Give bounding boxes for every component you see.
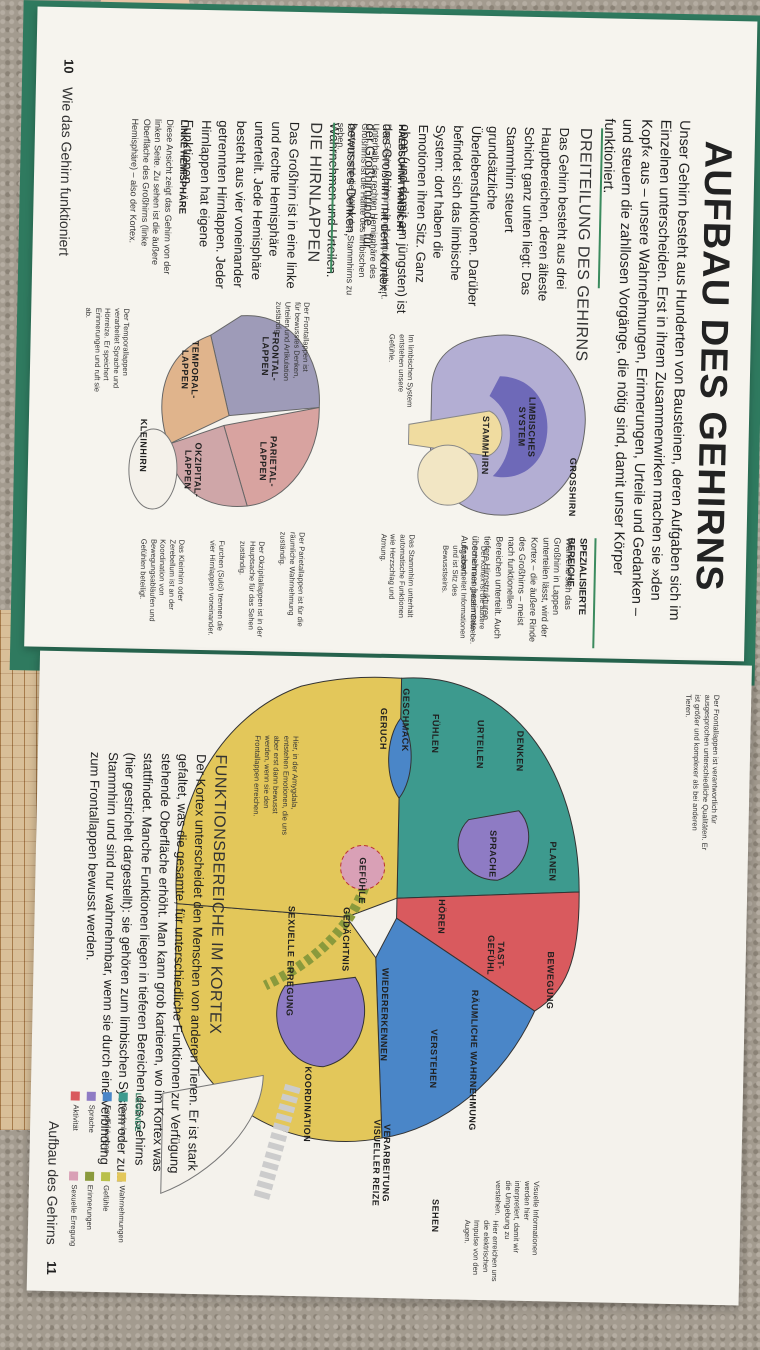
page-10: AUFBAU DES GEHIRNS Unser Gehirn besteht …	[24, 6, 758, 662]
legend-label-empfindungen: Empfindungen	[102, 1105, 113, 1154]
legend-swatch-sprache	[87, 1091, 97, 1101]
region-wiedererkennen: WIEDERERKENNEN	[378, 967, 391, 1062]
legend-label-aktivitaet: Aktivität	[71, 1104, 81, 1131]
legend-label-gefuehle: Gefühle	[101, 1185, 111, 1212]
legend-label-wahrnehmungen: Wahrnehmungen	[116, 1185, 127, 1243]
region-planen: PLANEN	[547, 841, 559, 882]
page-10-content: AUFBAU DES GEHIRNS Unser Gehirn besteht …	[24, 6, 757, 661]
note-limbic: Im limbischen System entstehen unsere Ge…	[387, 333, 416, 408]
legend-swatch-gedanken	[119, 1092, 129, 1102]
region-visuell: VERARBEITUNG VISUELLER REIZE	[370, 1119, 393, 1207]
note-okzipital: Der Okzipitallappen ist in der Hauptsach…	[237, 540, 267, 638]
legend-swatch-erinnerungen	[85, 1171, 95, 1181]
legend-label-gedanken: Gedanken	[118, 1105, 129, 1141]
legend-label-sexuell: Sexuelle Erregung	[68, 1184, 79, 1247]
section-body-hirnlappen: Das Großhirn ist in eine linke und recht…	[179, 119, 303, 289]
note-parietal: Der Parietallappen ist für die räumliche…	[278, 531, 307, 627]
legend-label-erinnerungen: Erinnerungen	[84, 1184, 95, 1230]
intro-text: Unser Gehirn besteht aus Hunderten von B…	[599, 118, 693, 621]
legend-item: Sexuelle Erregung	[68, 1171, 79, 1246]
label-stammhirn: STAMMHIRN	[479, 415, 492, 475]
legend-item: Empfindungen	[102, 1092, 113, 1154]
label-kleinhirn: KLEINHIRN	[137, 418, 149, 473]
region-geruch: GERUCH	[378, 707, 389, 750]
cortex-function-map	[160, 676, 580, 1203]
legend-swatch-sexuell	[69, 1171, 79, 1181]
region-tastgefuehl: TAST-GEFÜHL	[485, 935, 507, 976]
legend-item: Aktivität	[71, 1091, 81, 1131]
note-cortex: Der Kortex ist die äußere Schicht aus gr…	[440, 545, 489, 645]
label-limbisch: LIMBISCHES SYSTEM	[516, 396, 538, 458]
note-frontal: Der Frontallappen ist für bewusstes Denk…	[273, 301, 312, 382]
note-impulse: Hier erreichen uns die elektrischen Impu…	[462, 1219, 501, 1282]
legend-item: Sprache	[86, 1091, 97, 1133]
legend-item: Gefühle	[101, 1172, 111, 1212]
page-footer-11: Aufbau des Gehirns	[43, 1120, 63, 1245]
note-frontal-right: Der Frontallappen ist verantwortlich für…	[683, 694, 722, 851]
legend-swatch-empfindungen	[103, 1092, 113, 1102]
legend-item: Erinnerungen	[84, 1171, 95, 1230]
region-urteilen: URTEILEN	[474, 719, 486, 770]
region-sehen: SEHEN	[429, 1198, 441, 1233]
linke-body: Diese Ansicht zeigt das Gehirn von der l…	[127, 118, 176, 275]
label-temporal: TEMPORAL-LAPPEN	[179, 340, 201, 399]
lobes-brain-diagram	[128, 315, 320, 510]
page-footer-10: Wie das Gehirn funktioniert	[56, 86, 76, 257]
region-koordination: KOORDINATION	[301, 1066, 314, 1143]
region-gefuehle: GEFÜHLE	[356, 857, 368, 905]
note-amygdala: Hier, in der Amygdala, entstehen Emotion…	[252, 735, 301, 836]
legend-swatch-aktivitaet	[71, 1091, 81, 1101]
region-sprache: SPRACHE	[487, 830, 499, 878]
label-parietal: PARIETAL-LAPPEN	[257, 435, 279, 488]
legend-swatch-gefuehle	[101, 1172, 111, 1182]
legend-item: Gedanken	[118, 1092, 129, 1140]
region-verstehen: VERSTEHEN	[427, 1028, 440, 1089]
region-fuehlen: FÜHLEN	[430, 713, 441, 754]
legend: LEGENDE Gedanken Wahrnehmungen Empfindun…	[49, 1091, 143, 1273]
label-grosshirn: GROSSHIRN	[566, 457, 579, 517]
region-geschmack: GESCHMACK	[400, 688, 412, 752]
note-temporal: Der Temporallappen verarbeitet Sprache u…	[84, 307, 132, 393]
halbschnitt-body: Das Gehirn wurde in Längsrichtung halbie…	[335, 122, 394, 300]
halbschnitt-heading: HALBSCHNITTANSICHT	[393, 124, 408, 234]
region-bewegung: BEWEGUNG	[544, 951, 556, 1010]
label-okzipital: OKZIPITAL-LAPPEN	[182, 442, 204, 498]
legend-label-sprache: Sprache	[86, 1104, 97, 1133]
page-title: AUFBAU DES GEHIRNS	[687, 140, 739, 592]
page-number-11: 11	[44, 1260, 60, 1275]
linke-heading: LINKE HEMISPHÄRE	[176, 119, 190, 215]
note-sulci: Furchen (Sulci) trennen die vier Hirnlap…	[206, 540, 227, 636]
page-number-10: 10	[61, 58, 77, 74]
region-denken: DENKEN	[514, 730, 526, 772]
legend-item: Wahrnehmungen	[116, 1172, 127, 1243]
region-hoeren: HÖREN	[436, 899, 447, 935]
sagittal-brain-diagram	[407, 334, 586, 516]
legend-swatch-wahrnehmungen	[117, 1172, 127, 1182]
region-gedaechtnis: GEDÄCHTNIS	[340, 907, 352, 972]
note-kleinhirn: Das Kleinhirn oder Zerebellum ist an der…	[138, 538, 187, 622]
page-11-content: PLANEN DENKEN URTEILEN FÜHLEN GESCHMACK …	[27, 651, 752, 1306]
section-heading-hirnlappen: DIE HIRNLAPPEN	[304, 122, 325, 263]
legend-title: LEGENDE	[133, 1092, 143, 1132]
note-stem: Das Stammhirn unterhält automatische Fun…	[378, 533, 417, 619]
page-11: PLANEN DENKEN URTEILEN FÜHLEN GESCHMACK …	[26, 650, 752, 1306]
